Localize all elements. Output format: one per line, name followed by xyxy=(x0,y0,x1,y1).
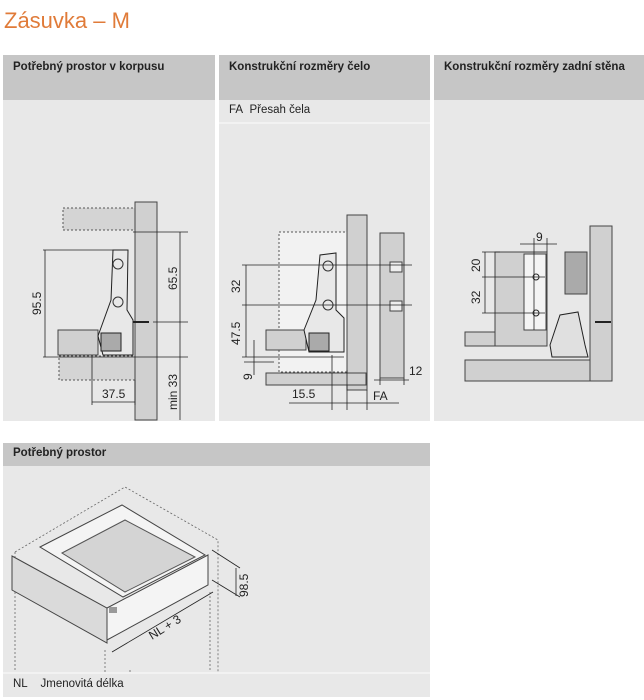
panel-header: Potřebný prostor v korpusu xyxy=(3,55,215,100)
panel-celo: Konstrukční rozměry čelo FA Přesah čela xyxy=(219,55,430,421)
legend-code: NL xyxy=(13,678,28,690)
panel-header: Potřebný prostor xyxy=(3,443,430,466)
dim-37-5: 37.5 xyxy=(102,387,126,401)
page-title: Zásuvka – M xyxy=(4,8,130,33)
zadni-diagram: 9 20 32 xyxy=(464,225,613,382)
dim-20: 20 xyxy=(469,258,483,272)
panel-header: Konstrukční rozměry zadní stěna xyxy=(434,55,644,100)
dim-98-5: 98.5 xyxy=(237,573,251,597)
dim-32: 32 xyxy=(229,279,243,293)
dim-9: 9 xyxy=(241,373,255,380)
dim-12: 12 xyxy=(409,364,423,378)
celo-diagram: 32 47.5 9 15.5 FA 12 xyxy=(229,214,423,410)
legend-text: Přesah čela xyxy=(249,104,311,116)
dim-95-5: 95.5 xyxy=(30,291,44,315)
dim-15-5: 15.5 xyxy=(292,387,316,401)
dim-nl-plus-3: NL + 3 xyxy=(146,612,184,643)
panel-prostor: Potřebný prostor 98.5 NL + 3 NL Jmenovit… xyxy=(3,443,430,697)
dim-32: 32 xyxy=(469,290,483,304)
korpus-diagram: 95.5 65.5 37.5 min 33 xyxy=(30,201,188,421)
dim-47-5: 47.5 xyxy=(229,321,243,345)
legend-code: FA xyxy=(229,104,244,116)
dim-fa: FA xyxy=(373,389,388,403)
drawer-iso-diagram: 98.5 NL + 3 xyxy=(11,486,251,697)
dim-65-5: 65.5 xyxy=(166,266,180,290)
legend-text: Jmenovitá délka xyxy=(40,678,124,690)
dim-9: 9 xyxy=(536,230,543,244)
legend-nl: NL Jmenovitá délka xyxy=(3,672,430,697)
panel-header: Konstrukční rozměry čelo xyxy=(219,55,430,100)
legend-fa: FA Přesah čela xyxy=(219,100,430,124)
panel-zadni: Konstrukční rozměry zadní stěna 9 20 32 xyxy=(434,55,644,421)
panel-korpus: Potřebný prostor v korpusu 95.5 65.5 37.… xyxy=(3,55,215,421)
dim-min-33: min 33 xyxy=(166,374,180,410)
